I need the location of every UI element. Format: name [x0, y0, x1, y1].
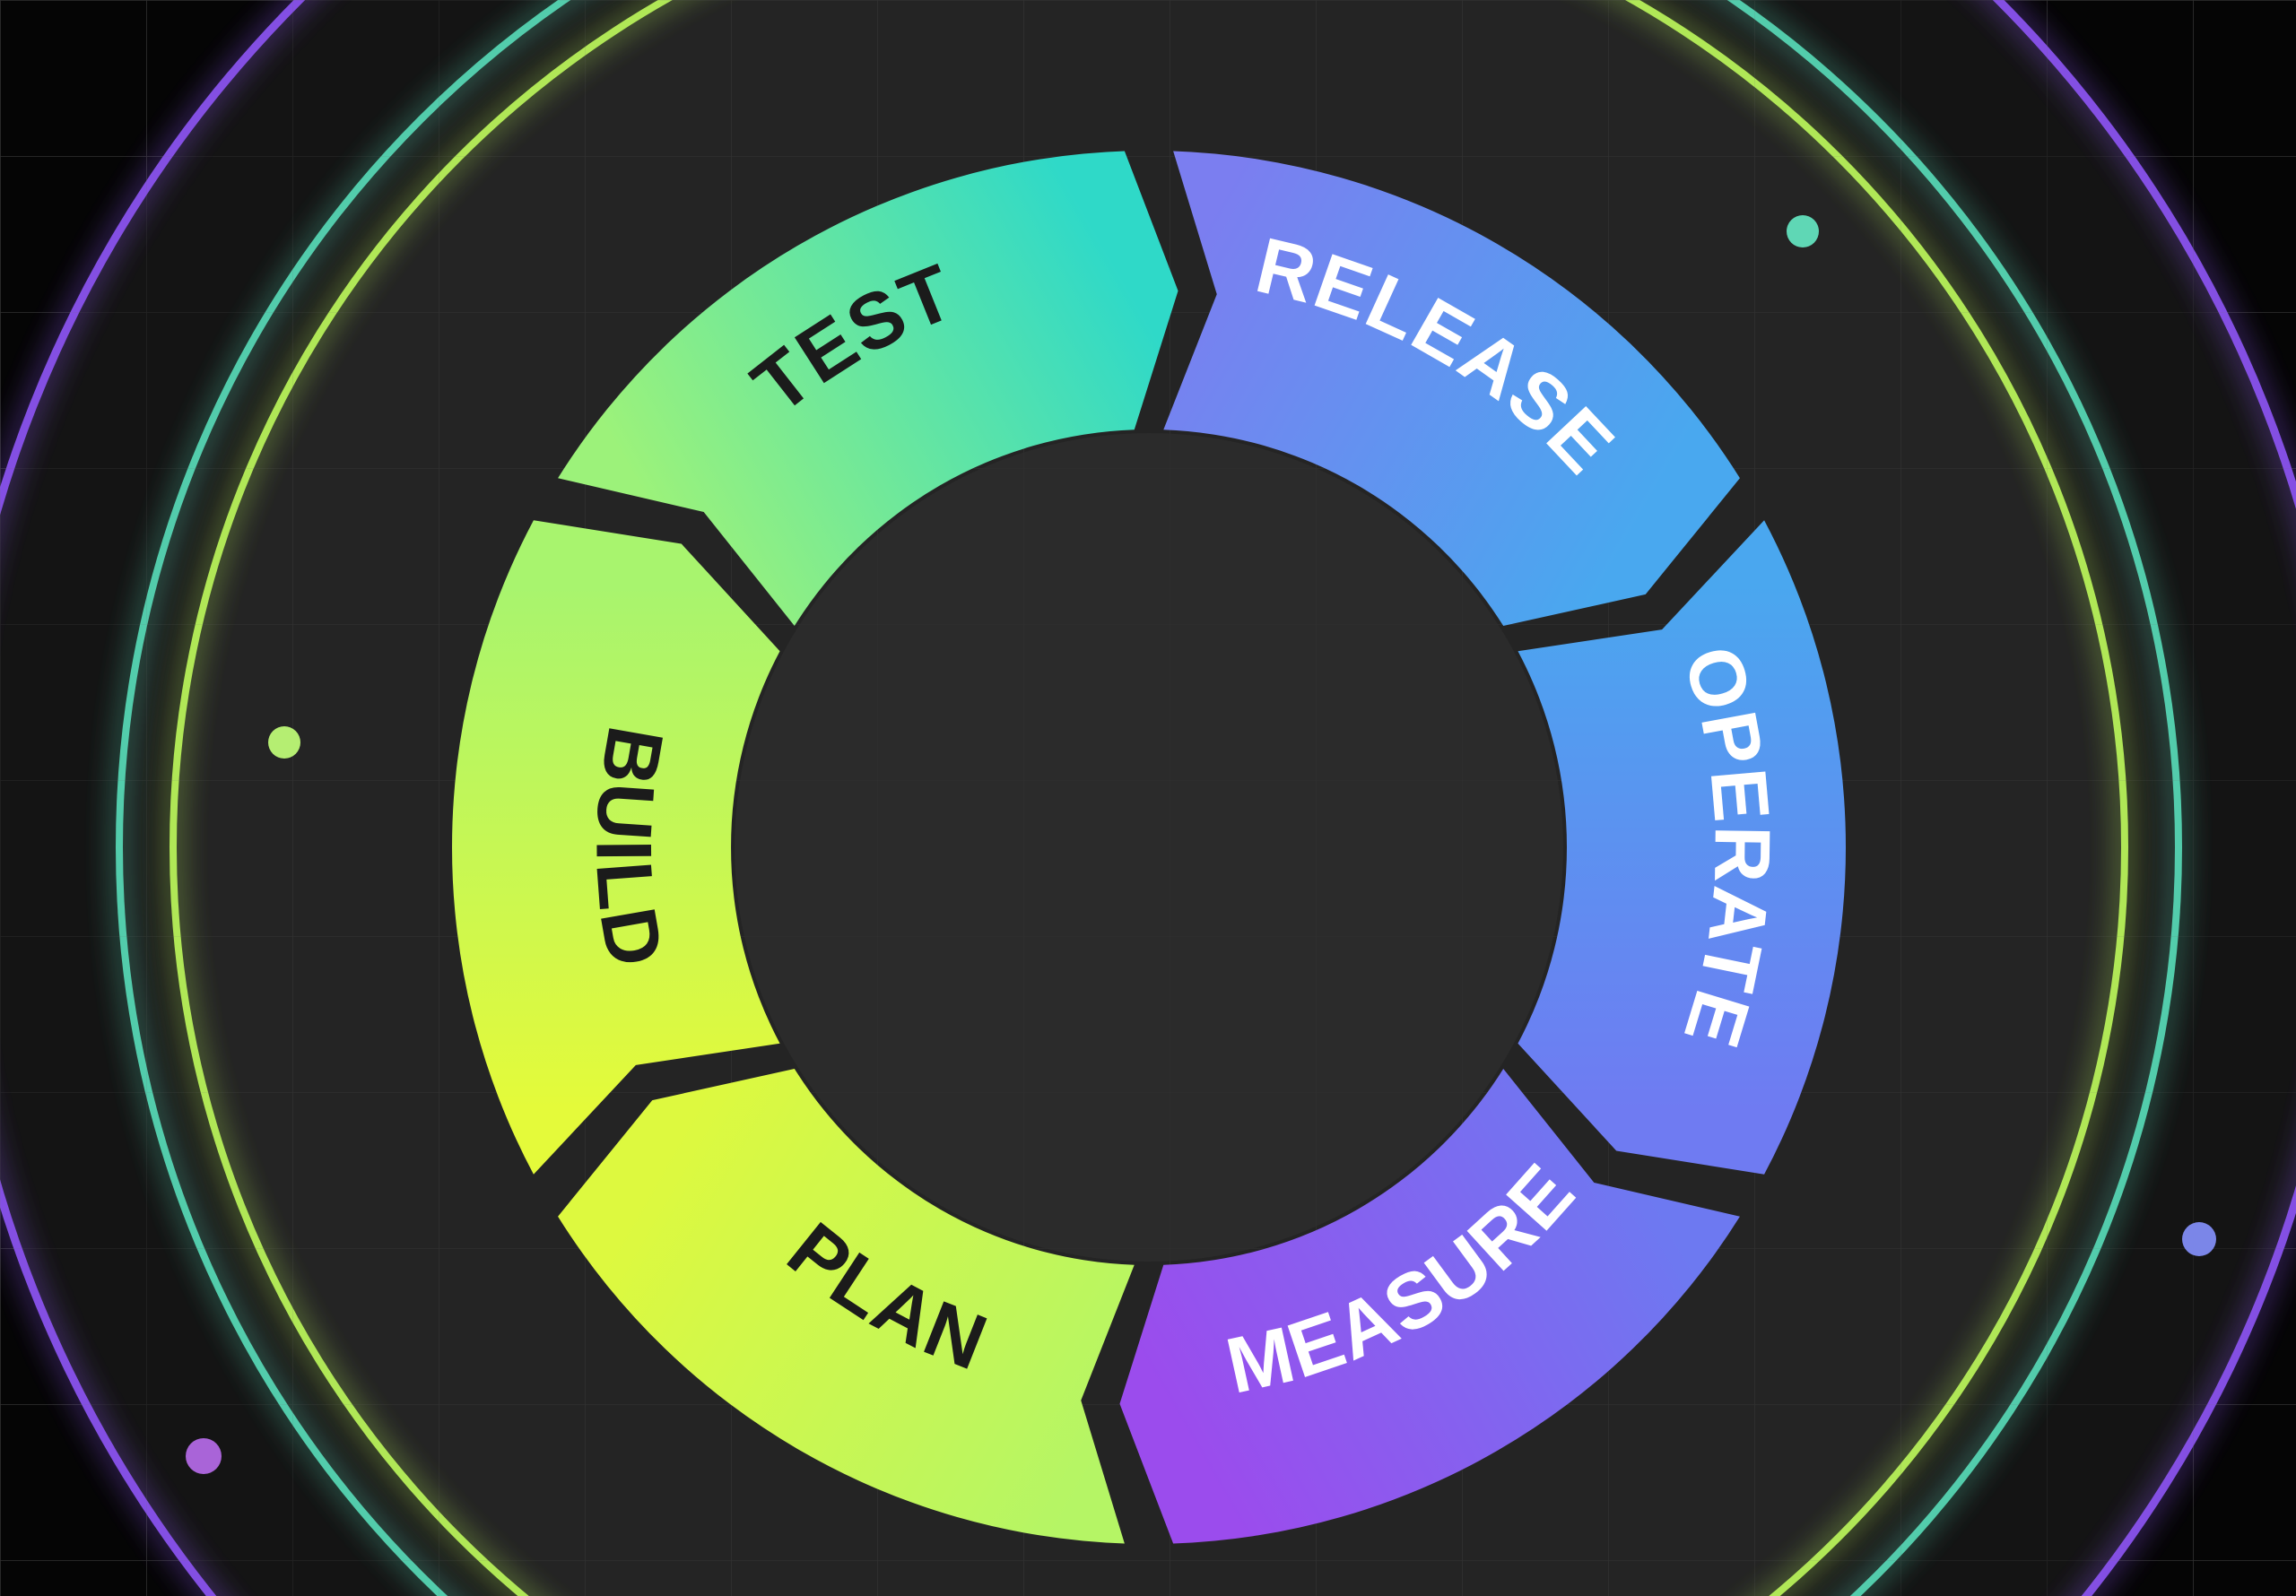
- segment-build[interactable]: [452, 520, 780, 1175]
- orbit-dots-group: [186, 215, 2216, 1474]
- segment-test[interactable]: [558, 151, 1178, 627]
- dot-purple: [186, 1438, 222, 1474]
- dot-blue: [2182, 1222, 2216, 1256]
- segment-plan[interactable]: [558, 1068, 1135, 1544]
- segment-label-build: BUILD: [579, 720, 681, 974]
- segment-release[interactable]: [1163, 151, 1740, 627]
- dot-green: [268, 726, 300, 759]
- lifecycle-segments-group: [452, 151, 1846, 1544]
- segment-label-text-build: BUILD: [579, 720, 679, 974]
- segment-measure[interactable]: [1119, 1068, 1740, 1544]
- center-hub-grid: [735, 433, 1563, 1262]
- dot-teal: [1787, 215, 1819, 247]
- segment-operate[interactable]: [1518, 520, 1846, 1175]
